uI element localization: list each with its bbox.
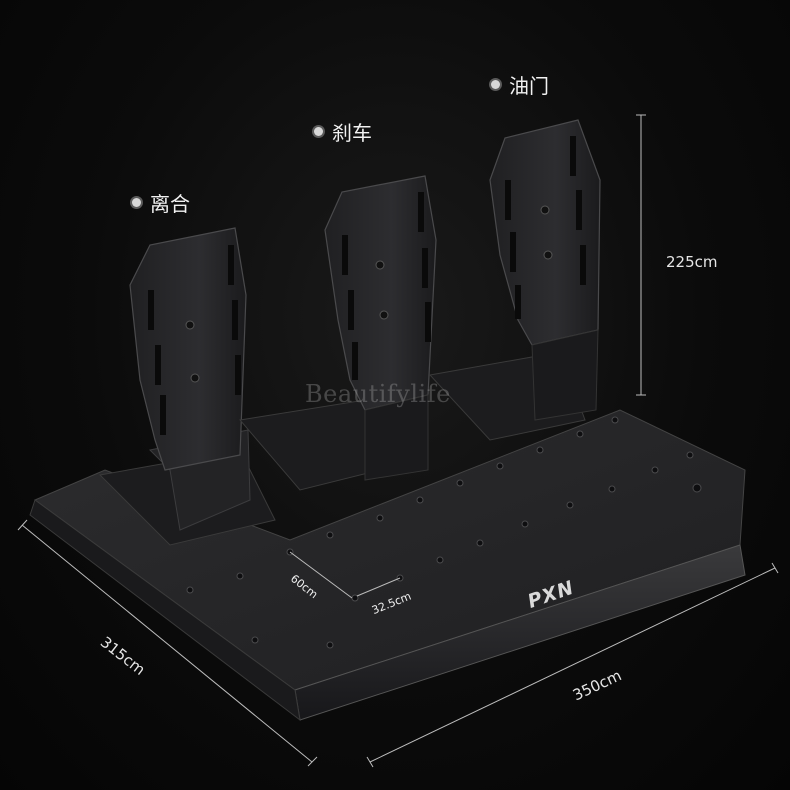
- throttle-pedal: [429, 119, 601, 441]
- brake-label: 刹车: [314, 117, 372, 146]
- watermark-text: Beautifylife: [305, 380, 451, 408]
- clutch-label-text: 离合: [150, 192, 190, 216]
- clutch-pedal: [98, 227, 276, 546]
- bullet-dot-icon: [132, 198, 141, 207]
- brake-pedal: [239, 175, 437, 491]
- brake-label-text: 刹车: [332, 121, 372, 145]
- throttle-label: 油门: [491, 70, 549, 99]
- height-dimension: 225cm: [666, 253, 718, 271]
- base-plate: [29, 409, 746, 722]
- clutch-label: 离合: [132, 188, 190, 217]
- bullet-dot-icon: [314, 127, 323, 136]
- bullet-dot-icon: [491, 80, 500, 89]
- throttle-label-text: 油门: [509, 74, 549, 98]
- dimension-lines: [17, 114, 779, 768]
